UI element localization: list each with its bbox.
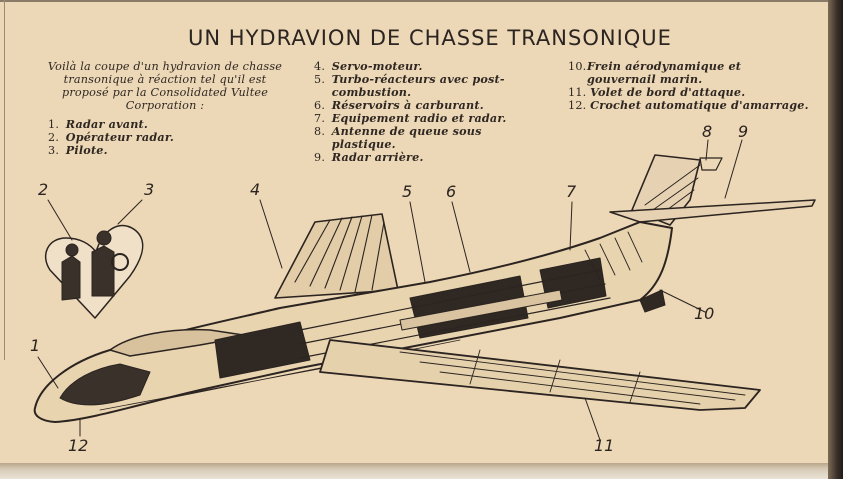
callout-11: 11 [594,436,615,455]
legend-item: 10. Frein aérodynamique et gouvernail ma… [568,60,813,86]
legend-text: Radar arrière. [331,150,424,164]
legend-text: Radar avant. [65,117,149,131]
callout-5: 5 [402,182,413,201]
legend-item: 3. Pilote. [48,143,290,158]
legend-column-1: Voilà la coupe d'un hydravion de chasse … [40,60,290,157]
legend-text: Equipement radio et radar. [331,111,507,125]
upper-wing [274,213,399,299]
legend-text: Antenne de queue sous plastique. [331,124,482,151]
legend-text: Frein aérodynamique et gouvernail marin. [586,59,742,86]
callout-3: 3 [144,180,155,199]
page-title: UN HYDRAVION DE CHASSE TRANSONIQUE [188,26,672,50]
legend-text: Crochet automatique d'amarrage. [590,98,809,112]
leader-lines [37,139,743,441]
legend-text: Réservoirs à carburant. [331,98,484,112]
legend-item: 7. Equipement radio et radar. [314,111,549,126]
legend-num: 2. [48,131,60,144]
page-bottom-edge [0,463,828,479]
callout-9: 9 [738,122,749,141]
legend-num: 5. [314,73,326,86]
legend-text: Opérateur radar. [65,130,174,144]
legend-item: 6. Réservoirs à carburant. [314,98,549,113]
legend-item: 2. Opérateur radar. [48,130,290,145]
seaplane-cutaway-drawing [33,139,816,441]
legend-text: Turbo-réacteurs avec post-combustion. [331,72,505,99]
legend-text: Volet de bord d'attaque. [590,85,746,99]
callout-7: 7 [566,182,577,201]
lower-wing [319,339,761,411]
horizontal-stabilizer [609,199,816,223]
callout-12: 12 [68,436,89,455]
legend-item: 8. Antenne de queue sous plastique. [314,125,549,151]
legend-num: 1. [48,118,60,131]
left-rule [4,0,5,360]
callout-8: 8 [702,122,713,141]
crew-inset-illustration [45,224,144,319]
intro-text: Voilà la coupe d'un hydravion de chasse … [47,60,283,112]
legend-num: 6. [314,99,326,112]
legend-num: 9. [314,151,326,164]
callout-2: 2 [38,180,49,199]
legend-num: 11. [568,86,587,99]
legend-item: 12. Crochet automatique d'amarrage. [568,98,813,113]
legend-item: 5. Turbo-réacteurs avec post-combustion. [314,73,549,99]
legend-item: 4. Servo-moteur. [314,59,549,74]
legend-num: 7. [314,112,326,125]
callout-4: 4 [250,180,261,199]
legend-item: 9. Radar arrière. [314,150,549,165]
top-rule [0,0,828,2]
legend-num: 10. [568,60,587,73]
callout-6: 6 [446,182,457,201]
magazine-page: UN HYDRAVION DE CHASSE TRANSONIQUE Voilà… [0,0,828,463]
legend-column-3: 10. Frein aérodynamique et gouvernail ma… [568,60,813,113]
legend-num: 8. [314,125,326,138]
legend-column-2: 4. Servo-moteur. 5. Turbo-réacteurs avec… [314,59,549,165]
legend-num: 3. [48,144,60,157]
callout-1: 1 [30,336,41,355]
legend-num: 4. [314,60,326,73]
callout-10: 10 [694,304,715,323]
legend-text: Pilote. [65,143,108,157]
legend-num: 12. [568,99,587,112]
legend-item: 1. Radar avant. [48,117,290,132]
legend-item: 11. Volet de bord d'attaque. [568,85,813,100]
page-binding-shadow [828,0,843,479]
legend-text: Servo-moteur. [331,59,423,73]
